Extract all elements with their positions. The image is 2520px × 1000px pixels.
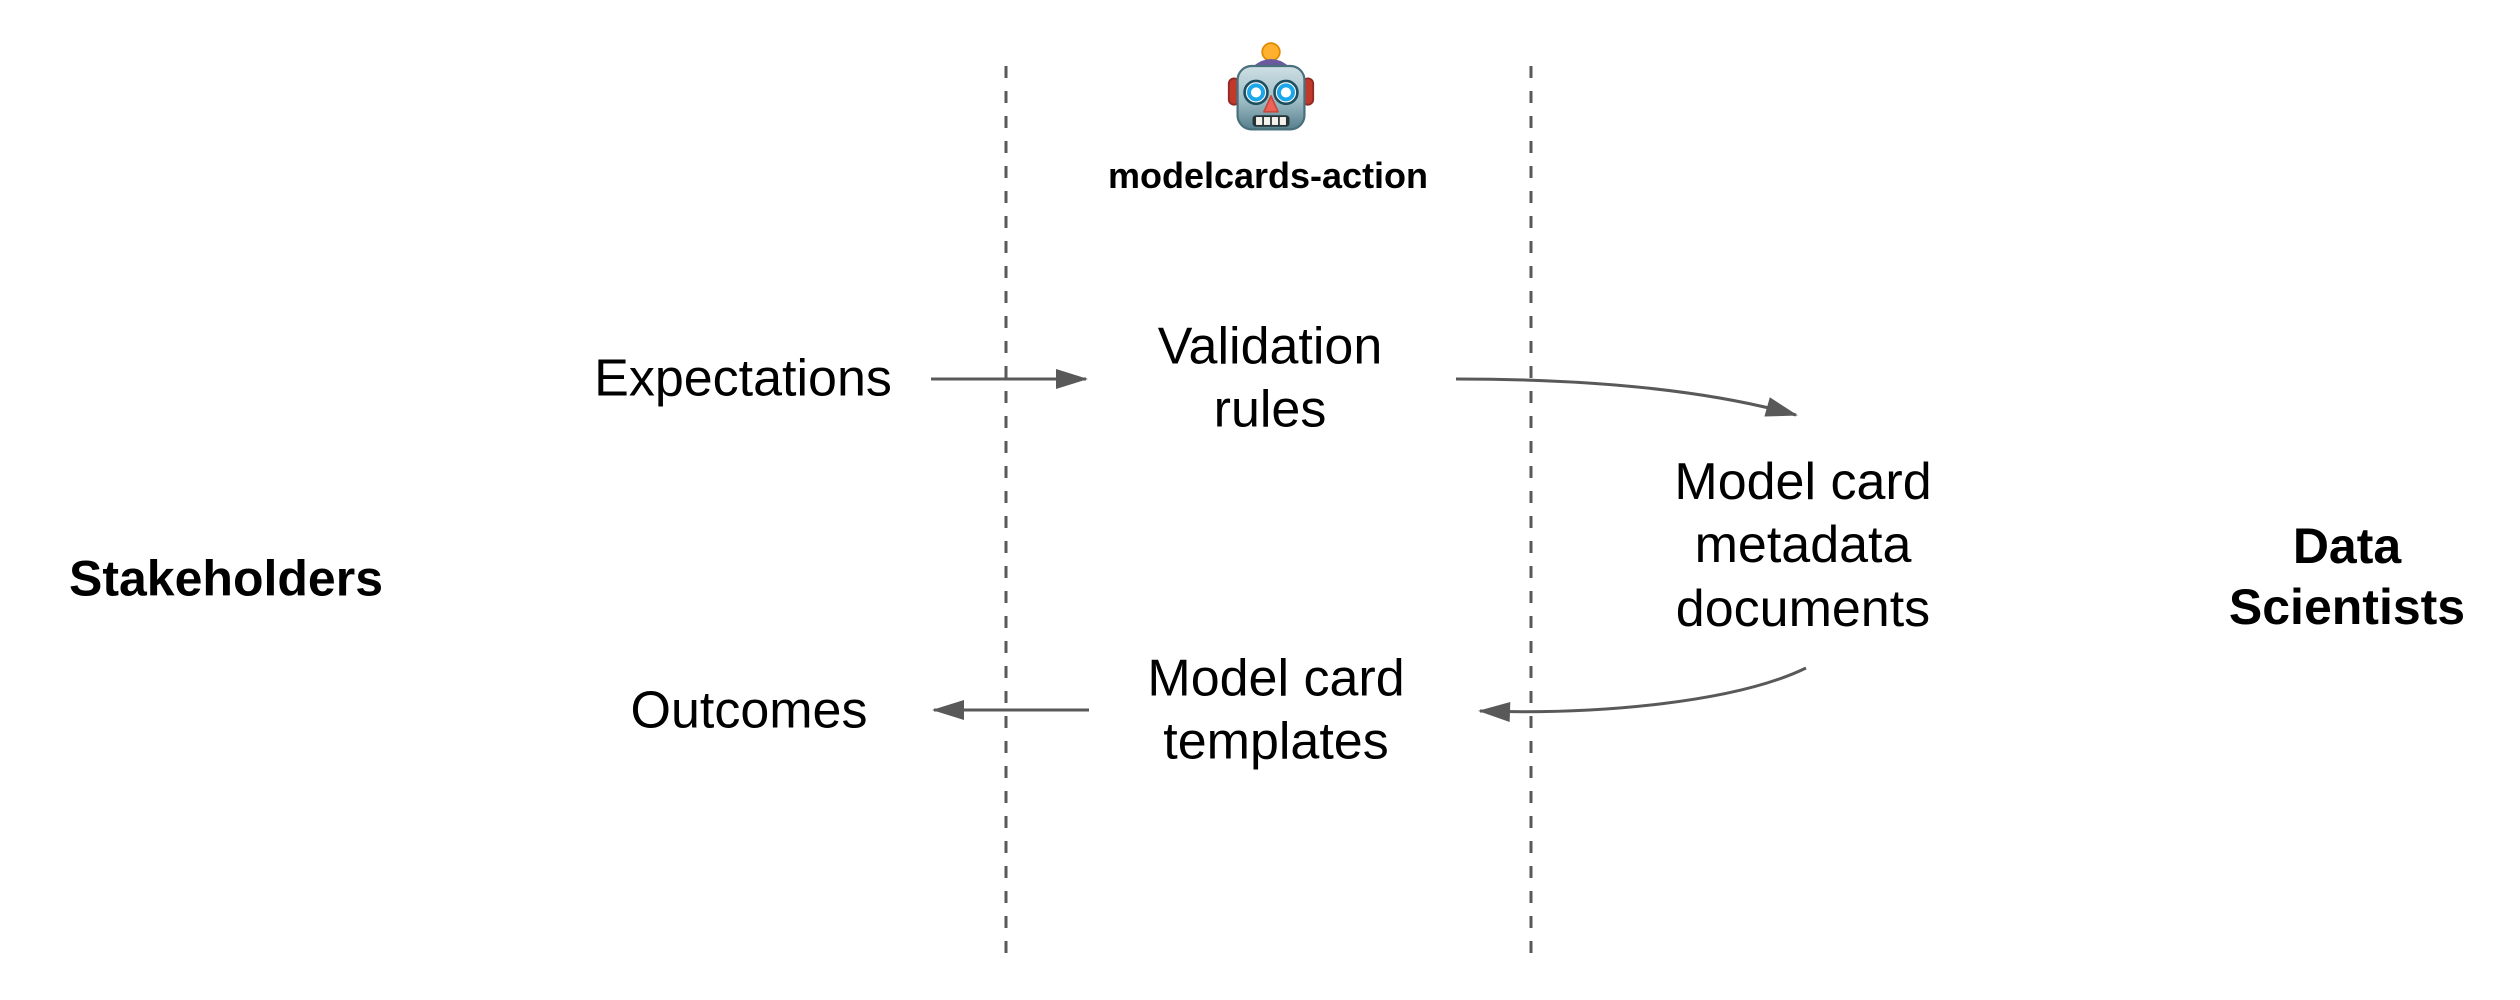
agent-title: modelcards-action bbox=[1107, 155, 1429, 196]
node-validation-rules: Validation rules bbox=[1157, 317, 1383, 439]
node-outcomes: Outcomes bbox=[630, 681, 868, 740]
actor-label-stakeholders: Stakeholders bbox=[68, 550, 384, 607]
actor-label-data-scientists: Data Scientists bbox=[2228, 518, 2466, 635]
arrow-validation-rules-to-metadata-documents bbox=[1455, 377, 1798, 417]
node-expectations: Expectations bbox=[594, 349, 892, 408]
arrow-metadata-documents-to-templates bbox=[1478, 666, 1807, 722]
node-model-card-templates: Model card templates bbox=[1147, 649, 1405, 771]
robot-icon bbox=[1227, 41, 1315, 135]
node-model-card-metadata-documents: Model card metadata documents bbox=[1674, 452, 1932, 638]
